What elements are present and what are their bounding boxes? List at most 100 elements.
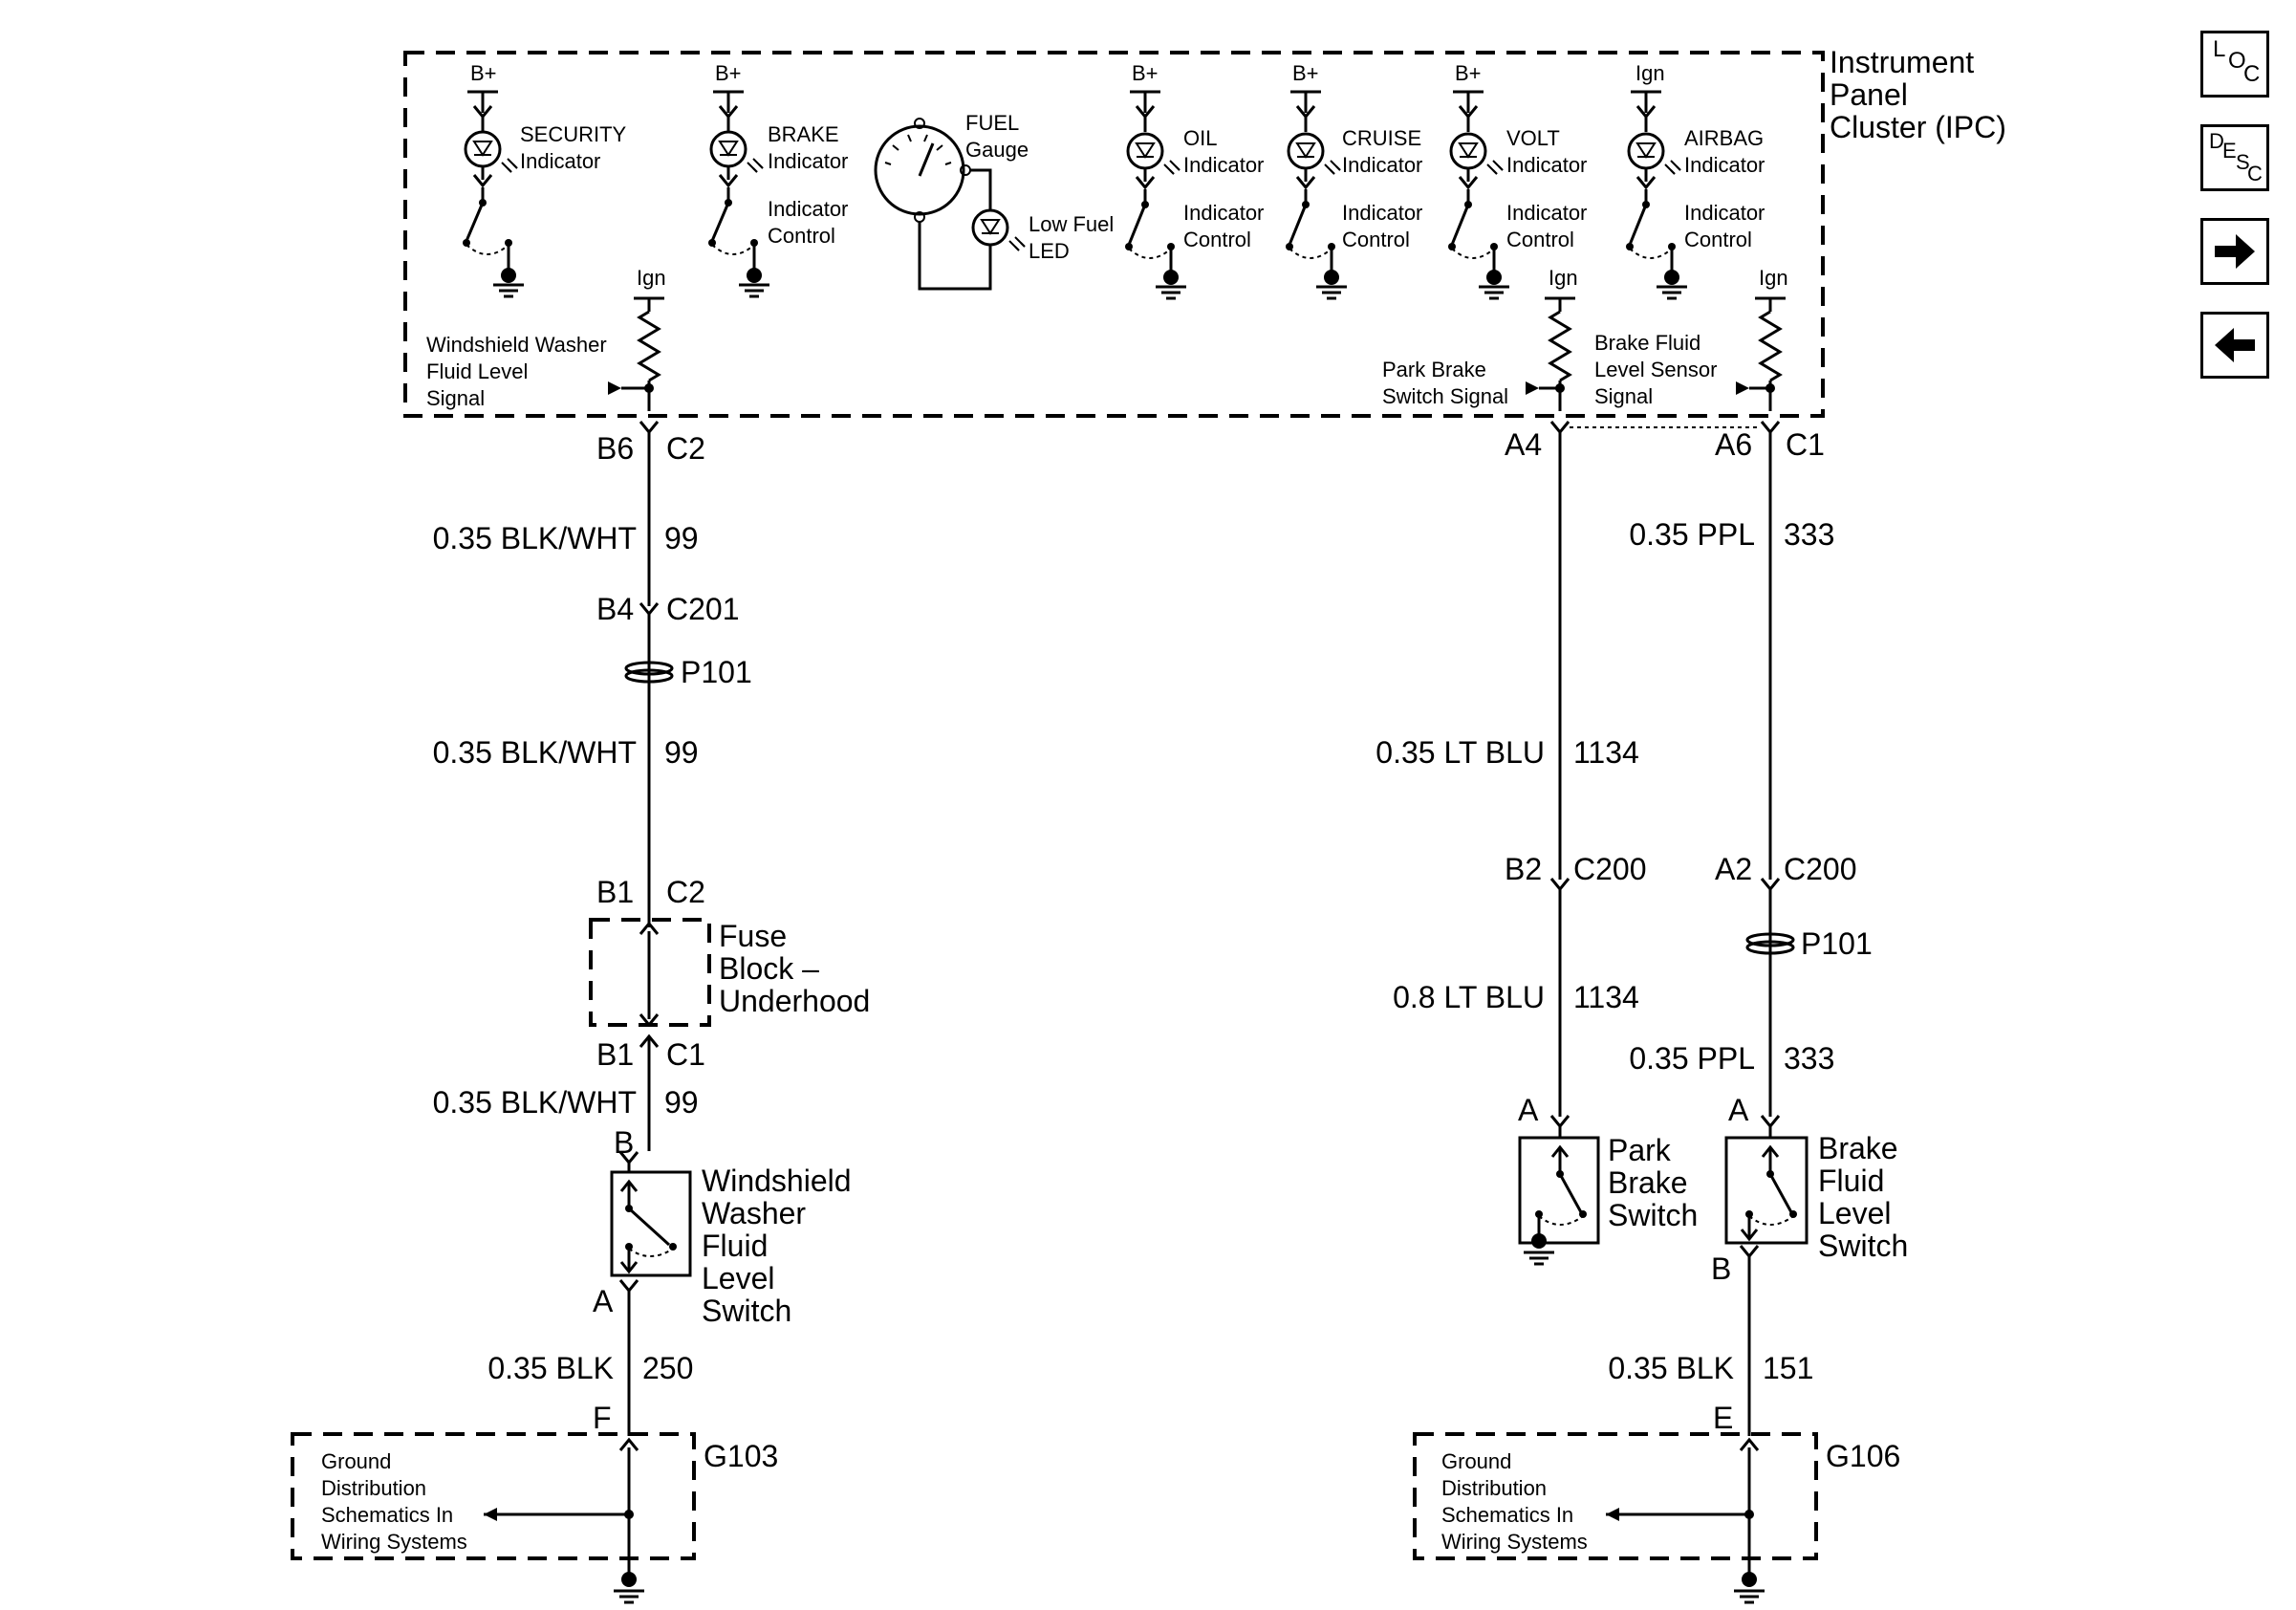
desc-letter-c: C bbox=[2247, 162, 2263, 185]
security-sub: Indicator bbox=[520, 149, 600, 173]
circuit-number-label: 333 bbox=[1784, 1041, 1834, 1076]
brake-name: BRAKE bbox=[768, 122, 839, 146]
circuit-number-label: 151 bbox=[1763, 1351, 1813, 1385]
loc-letter-c: C bbox=[2243, 61, 2260, 87]
oil-name: OIL bbox=[1183, 126, 1217, 150]
pin-label: B2 bbox=[1505, 852, 1542, 886]
fuse-block-line3: Underhood bbox=[719, 984, 870, 1018]
wire-gauge-label: 0.35 BLK/WHT bbox=[433, 521, 637, 555]
ground-box-line2: Distribution bbox=[1441, 1476, 1547, 1500]
circuit-number-label: 99 bbox=[664, 521, 699, 555]
circuit-number-label: 250 bbox=[642, 1351, 693, 1385]
loc-letter-o: O bbox=[2228, 48, 2246, 74]
washer-switch-line5: Switch bbox=[702, 1294, 791, 1328]
brake-fluid-signal-line2: Level Sensor bbox=[1594, 358, 1717, 381]
pin-label: A2 bbox=[1715, 852, 1752, 886]
low-fuel-line1: Low Fuel bbox=[1029, 212, 1114, 236]
ground-box-line1: Ground bbox=[1441, 1449, 1511, 1473]
desc-letter-s: S bbox=[2236, 150, 2250, 174]
brake-sub: Indicator bbox=[768, 149, 848, 173]
connector-label: C200 bbox=[1784, 852, 1857, 886]
pin-label: B bbox=[1711, 1251, 1731, 1286]
cruise-indicator: B+ CRUISE Indicator Indicator Control bbox=[1286, 61, 1422, 300]
security-name: SECURITY bbox=[520, 122, 627, 146]
ground-box-line3: Schematics In bbox=[1441, 1503, 1573, 1527]
desc-letter-e: E bbox=[2222, 139, 2237, 163]
washer-switch-line1: Windshield bbox=[702, 1164, 852, 1198]
volt-control-1: Indicator bbox=[1506, 201, 1587, 225]
desc-button[interactable]: D E S C bbox=[2200, 124, 2269, 191]
pin-label: B4 bbox=[596, 592, 634, 626]
brake-control-2: Control bbox=[768, 224, 835, 248]
pin-label: A6 bbox=[1715, 427, 1752, 462]
washer-switch-line4: Level bbox=[702, 1261, 775, 1295]
ground-icon bbox=[612, 1589, 646, 1604]
brake-fluid-switch-line4: Switch bbox=[1818, 1229, 1908, 1263]
low-fuel-line2: LED bbox=[1029, 239, 1070, 263]
cruise-name: CRUISE bbox=[1342, 126, 1421, 150]
cruise-supply-label: B+ bbox=[1292, 61, 1319, 85]
volt-supply-label: B+ bbox=[1455, 61, 1482, 85]
washer-signal-line3: Signal bbox=[426, 386, 485, 410]
park-brake-circuit: A4 0.35 LT BLU 1134 B2 C200 0.8 LT BLU 1… bbox=[1375, 420, 1698, 1266]
ground-label: G106 bbox=[1826, 1439, 1900, 1473]
wire-gauge-label: 0.35 PPL bbox=[1629, 517, 1755, 552]
loc-button[interactable]: L O C bbox=[2200, 31, 2269, 98]
oil-sub: Indicator bbox=[1183, 153, 1264, 177]
led-icon bbox=[1627, 132, 1682, 176]
ipc-title-line1: Instrument bbox=[1830, 45, 1974, 79]
brake-fluid-signal-line1: Brake Fluid bbox=[1594, 331, 1700, 355]
washer-ign-label: Ign bbox=[637, 266, 666, 290]
loc-letter-l: L bbox=[2213, 36, 2225, 62]
security-indicator: B+ SECURITY Indicator bbox=[463, 61, 627, 298]
ground-icon bbox=[1732, 1589, 1766, 1604]
splice-label: P101 bbox=[1801, 926, 1873, 961]
arrow-left-icon bbox=[2215, 328, 2255, 362]
volt-control-2: Control bbox=[1506, 228, 1574, 251]
pin-label: A4 bbox=[1505, 427, 1542, 462]
fuse-block-line2: Block – bbox=[719, 951, 819, 986]
pin-label: A bbox=[593, 1284, 614, 1318]
oil-indicator: B+ OIL Indicator Indicator Control bbox=[1125, 61, 1264, 300]
ground-box-line4: Wiring Systems bbox=[321, 1530, 467, 1554]
pin-label: A bbox=[1728, 1093, 1749, 1127]
pin-label: B6 bbox=[596, 431, 634, 466]
connector-label: C200 bbox=[1573, 852, 1647, 886]
security-supply-label: B+ bbox=[470, 61, 497, 85]
washer-circuit: B6 C2 0.35 BLK/WHT 99 B4 C201 P101 0.35 … bbox=[291, 420, 870, 1604]
pin-label: B bbox=[614, 1125, 634, 1160]
next-button[interactable] bbox=[2200, 218, 2269, 285]
oil-control-1: Indicator bbox=[1183, 201, 1264, 225]
cruise-sub: Indicator bbox=[1342, 153, 1422, 177]
brake-fluid-switch-line1: Brake bbox=[1818, 1131, 1898, 1165]
led-icon bbox=[1126, 132, 1181, 176]
brake-fluid-signal: Ign Brake Fluid Level Sensor Signal bbox=[1594, 266, 1788, 411]
airbag-name: AIRBAG bbox=[1684, 126, 1764, 150]
airbag-sub: Indicator bbox=[1684, 153, 1765, 177]
ground-label: G103 bbox=[704, 1439, 778, 1473]
cruise-control-1: Indicator bbox=[1342, 201, 1422, 225]
ipc-enclosure bbox=[403, 51, 1825, 418]
brake-fluid-signal-line3: Signal bbox=[1594, 384, 1653, 408]
pin-label: B1 bbox=[596, 1037, 634, 1072]
fuel-gauge-line1: FUEL bbox=[965, 111, 1019, 135]
ground-box-line4: Wiring Systems bbox=[1441, 1530, 1588, 1554]
splice-label: P101 bbox=[681, 655, 752, 689]
ground-box-line2: Distribution bbox=[321, 1476, 426, 1500]
oil-supply-label: B+ bbox=[1132, 61, 1159, 85]
brake-fluid-circuit: A6 C1 0.35 PPL 333 A2 C200 P101 0.35 PPL… bbox=[1413, 420, 1908, 1604]
ground-box-line3: Schematics In bbox=[321, 1503, 453, 1527]
pin-label: E bbox=[1713, 1401, 1733, 1435]
oil-control-2: Control bbox=[1183, 228, 1251, 251]
led-icon bbox=[1287, 132, 1342, 176]
led-icon bbox=[1449, 132, 1505, 176]
circuit-number-label: 1134 bbox=[1573, 735, 1639, 770]
brake-fluid-ign-label: Ign bbox=[1759, 266, 1788, 290]
connector-label: C201 bbox=[666, 592, 740, 626]
airbag-control-2: Control bbox=[1684, 228, 1752, 251]
circuit-number-label: 99 bbox=[664, 735, 699, 770]
park-brake-signal: Ign Park Brake Switch Signal bbox=[1382, 266, 1578, 411]
volt-name: VOLT bbox=[1506, 126, 1560, 150]
prev-button[interactable] bbox=[2200, 312, 2269, 379]
led-icon bbox=[971, 208, 1027, 252]
